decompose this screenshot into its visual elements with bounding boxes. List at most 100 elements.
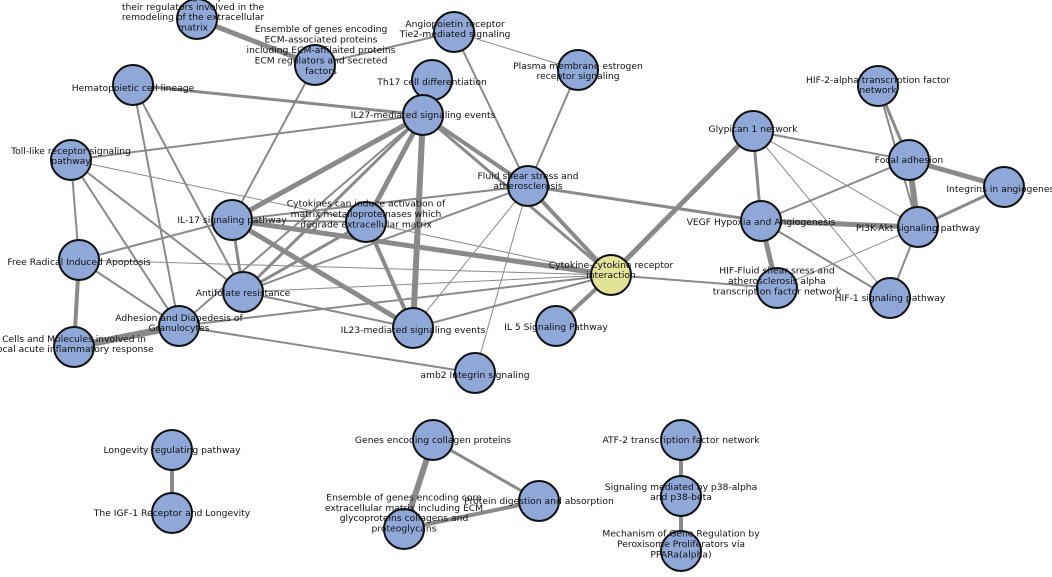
node-label-line: Th17 cell differentiation	[376, 77, 487, 88]
node-label-genes_enz: Genes encoding enzymes andtheir regulato…	[122, 0, 265, 34]
node-plasma[interactable]	[557, 49, 599, 91]
edge-fluid-amb2	[474, 185, 529, 374]
node-label-focal: Focal adhesion	[875, 155, 944, 166]
node-label-line: network	[859, 85, 897, 96]
node-freerad[interactable]	[58, 239, 100, 281]
node-label-line: glycoproteins collagens and	[340, 513, 469, 524]
node-toll[interactable]	[50, 139, 92, 181]
node-il17[interactable]	[211, 199, 253, 241]
node-hif1[interactable]	[869, 277, 911, 319]
node-label-line: Mechanism of Gene Regulation by	[602, 529, 760, 540]
node-label-line: Hematopoietic cell lineage	[72, 83, 195, 94]
node-label-line: matrix	[178, 23, 209, 34]
node-label-integrins: Integrins in angiogenesis	[946, 184, 1052, 195]
node-label-line: Protein digestion and absorption	[464, 496, 614, 507]
node-label-glypican: Glypican 1 network	[709, 124, 799, 135]
node-label-line: matrix metalloproteinases which	[291, 209, 442, 220]
node-label-line: VEGF Hypoxia and Angiogenesis	[687, 217, 836, 228]
node-label-line: Toll-like receptor signaling	[10, 146, 131, 157]
network-nodes	[50, 0, 1025, 572]
node-amb2[interactable]	[454, 352, 496, 394]
edge-cytorec-hiffluid	[610, 274, 778, 289]
edge-vegf-pi3k	[758, 218, 921, 230]
node-label-hemato: Hematopoietic cell lineage	[72, 83, 195, 94]
node-hiffluid[interactable]	[756, 267, 798, 309]
node-glypican[interactable]	[732, 110, 774, 152]
node-antifol[interactable]	[222, 271, 264, 313]
node-il23[interactable]	[392, 307, 434, 349]
node-label-line: Fluid shear stress and	[478, 171, 579, 182]
node-label-line: Granulocytes	[149, 323, 210, 334]
node-label-line: IL23-mediated signaling events	[341, 325, 486, 336]
node-label-line: PI3K-Akt signaling pathway	[856, 223, 981, 234]
edge-cytomm-antifol	[241, 220, 368, 294]
edge-adhesion-amb2	[178, 325, 476, 374]
node-label-line: Tie2-mediated signaling	[399, 29, 511, 40]
node-label-line: HIF-2-alpha transcription factor	[806, 75, 950, 86]
node-label-amb2: amb2 Integrin signaling	[420, 370, 529, 381]
edge-il17-cytorec	[229, 217, 614, 278]
node-label-line: Ensemble of genes encoding core	[326, 492, 482, 503]
node-il5[interactable]	[535, 305, 577, 347]
node-ensemble_core[interactable]	[383, 508, 425, 550]
node-protein[interactable]	[518, 480, 560, 522]
node-label-line: Angiopoietin receptor	[405, 19, 505, 30]
edge-pi3k-hiffluid	[776, 226, 919, 289]
node-label-atf2: ATF-2 transcription factor network	[602, 435, 760, 446]
node-hemato[interactable]	[112, 64, 154, 106]
node-label-line: and p38-beta	[650, 492, 712, 503]
node-ensemble_ecm[interactable]	[294, 44, 336, 86]
node-p38[interactable]	[660, 475, 702, 517]
node-cytorec[interactable]	[590, 254, 632, 296]
node-label-vegf: VEGF Hypoxia and Angiogenesis	[687, 217, 836, 228]
node-igf1[interactable]	[151, 492, 193, 534]
node-adhesion[interactable]	[158, 305, 200, 347]
node-label-collagen: Genes encoding collagen proteins	[355, 435, 511, 446]
node-label-line: remodeling of the extracellular	[122, 12, 264, 23]
node-label-line: transcription factor network	[713, 286, 842, 297]
edge-focal-vegf	[760, 159, 910, 222]
node-fluid[interactable]	[507, 165, 549, 207]
edge-adhesion-cytorec	[178, 274, 612, 327]
node-genes_enz[interactable]	[176, 0, 218, 40]
edge-toll-il27	[70, 114, 424, 161]
node-cytomm[interactable]	[345, 201, 387, 243]
edge-protein-ensemble_core	[402, 499, 541, 531]
edge-ensemble_ecm-il17	[231, 64, 316, 221]
node-cells_mol[interactable]	[53, 326, 95, 368]
node-label-line: interaction	[586, 270, 636, 281]
node-label-line: degrade extracellular matrix	[300, 219, 432, 230]
edge-fluid-il17	[231, 185, 529, 221]
edge-glypican-hif1	[752, 130, 891, 299]
node-label-line: HIF-1 signaling pathway	[835, 293, 946, 304]
node-hif2[interactable]	[857, 65, 899, 107]
node-label-il23: IL23-mediated signaling events	[341, 325, 486, 336]
edge-il17-cytomm	[231, 219, 367, 223]
node-pi3k[interactable]	[897, 206, 939, 248]
node-angio[interactable]	[433, 11, 475, 53]
node-il27[interactable]	[402, 94, 444, 136]
node-label-line: Cytokine-cytokine receptor	[549, 260, 674, 271]
node-focal[interactable]	[888, 139, 930, 181]
edge-antifol-cytorec	[242, 274, 612, 293]
edge-angio-plasma	[453, 31, 579, 71]
node-label-line: Signaling mediated by p38-alpha	[605, 482, 757, 493]
node-vegf[interactable]	[740, 200, 782, 242]
node-label-line: ATF-2 transcription factor network	[602, 435, 760, 446]
node-label-il17: IL-17 signaling pathway	[177, 215, 287, 226]
edge-plasma-fluid	[527, 69, 579, 187]
node-atf2[interactable]	[660, 419, 702, 461]
node-label-line: Glypican 1 network	[709, 124, 799, 135]
node-integrins[interactable]	[983, 166, 1025, 208]
edge-il27-fluid	[421, 113, 530, 188]
node-collagen[interactable]	[412, 419, 454, 461]
node-label-longevity: Longevity regulating pathway	[103, 445, 241, 456]
node-label-line: receptor signaling	[536, 71, 619, 82]
node-longevity[interactable]	[151, 429, 193, 471]
node-label-hif1: HIF-1 signaling pathway	[835, 293, 946, 304]
node-label-line: Antifolate resistance	[196, 288, 291, 299]
node-ppar[interactable]	[660, 530, 702, 572]
